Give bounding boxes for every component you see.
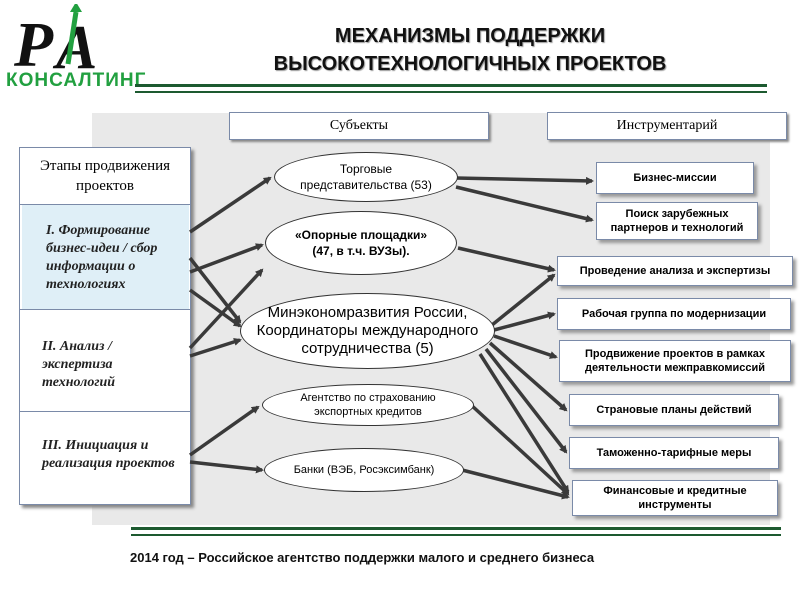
footer-text: 2014 год – Российское агентство поддержк… bbox=[130, 550, 595, 565]
tools-header: Инструментарий bbox=[547, 112, 787, 140]
title-line-1: МЕХАНИЗМЫ ПОДДЕРЖКИ bbox=[334, 25, 606, 47]
arrow-stage1-platforms bbox=[189, 243, 264, 274]
tool-business-missions: Бизнес-миссии bbox=[596, 162, 754, 194]
tool-finance: Финансовые и кредитные инструменты bbox=[572, 480, 778, 516]
subject-ministry: Минэкономразвития России, Координаторы м… bbox=[240, 293, 495, 369]
arrow-stage1-ministry bbox=[188, 288, 242, 328]
stages-title: Этапы продвижения проектов bbox=[39, 158, 171, 194]
arrow-stage3-banks bbox=[189, 460, 264, 474]
title-rule bbox=[135, 84, 767, 87]
subject-insurance: Агентство по страхованию экспортных кред… bbox=[262, 384, 474, 426]
arrow-ministry-workgroup bbox=[493, 311, 556, 332]
arrow-trade-search bbox=[455, 185, 594, 223]
arrow-ministry-plans bbox=[488, 341, 568, 412]
subject-trade-missions: Торговые представительства (53) bbox=[274, 152, 458, 202]
arrow-trade-missions bbox=[455, 176, 594, 185]
tool-commissions: Продвижение проектов в рамках деятельнос… bbox=[559, 340, 791, 382]
tool-customs: Таможенно-тарифные меры bbox=[569, 437, 779, 469]
arrow-platforms-analysis bbox=[457, 246, 556, 273]
arrow-stage2-platforms bbox=[188, 268, 264, 350]
subject-ministry-label: Минэкономразвития России, Координаторы м… bbox=[256, 304, 479, 357]
subject-banks: Банки (ВЭБ, Росэксимбанк) bbox=[264, 448, 464, 492]
stage-1-background bbox=[22, 205, 189, 309]
tool-working-group: Рабочая группа по модернизации bbox=[557, 298, 791, 330]
arrow-ministry-finance bbox=[478, 353, 570, 494]
tool-partner-search: Поиск зарубежных партнеров и технологий bbox=[596, 202, 758, 240]
footer-rule bbox=[131, 527, 781, 530]
tool-analysis: Проведение анализа и экспертизы bbox=[557, 256, 793, 286]
stage-1: I. Формирование бизнес-идеи / сбор инфор… bbox=[46, 223, 158, 292]
subject-insurance-label: Агентство по страхованию экспортных кред… bbox=[300, 392, 436, 418]
arrow-stage1-ministry-cross bbox=[188, 256, 242, 324]
arrow-ministry-commissions bbox=[493, 334, 558, 359]
stages-divider-1 bbox=[20, 204, 190, 205]
subject-platforms: «Опорные площадки» (47, в т.ч. ВУЗы). bbox=[265, 211, 457, 275]
subject-trade-label: Торговые представительства (53) bbox=[300, 162, 432, 192]
stages-divider-2 bbox=[20, 309, 190, 310]
svg-text:P: P bbox=[13, 9, 54, 80]
page-title: МЕХАНИЗМЫ ПОДДЕРЖКИ ВЫСОКОТЕХНОЛОГИЧНЫХ … bbox=[190, 22, 750, 78]
arrow-insurance-finance bbox=[468, 402, 570, 496]
subjects-header: Субъекты bbox=[229, 112, 489, 140]
arrow-stage1-trade bbox=[189, 176, 272, 234]
company-logo: P A bbox=[13, 4, 97, 82]
stage-2: II. Анализ / экспертиза технологий bbox=[42, 339, 116, 390]
subject-platforms-label: «Опорные площадки» (47, в т.ч. ВУЗы). bbox=[294, 228, 428, 258]
tool-country-plans: Страновые планы действий bbox=[569, 394, 779, 426]
logo-text: КОНСАЛТИНГ bbox=[6, 70, 147, 91]
arrow-banks-finance bbox=[461, 468, 570, 500]
arrow-stage3-insurance bbox=[188, 405, 260, 457]
arrow-stage2-ministry bbox=[189, 338, 242, 358]
arrow-ministry-analysis bbox=[490, 273, 556, 327]
arrow-ministry-customs bbox=[484, 347, 568, 454]
stage-3: III. Инициация и реализация проектов bbox=[42, 438, 175, 471]
stages-divider-3 bbox=[20, 411, 190, 412]
subject-banks-label: Банки (ВЭБ, Росэксимбанк) bbox=[293, 464, 435, 476]
title-line-2: ВЫСОКОТЕХНОЛОГИЧНЫХ ПРОЕКТОВ bbox=[273, 53, 667, 75]
title-rule-lower bbox=[135, 91, 767, 93]
footer-rule-lower bbox=[131, 534, 781, 536]
